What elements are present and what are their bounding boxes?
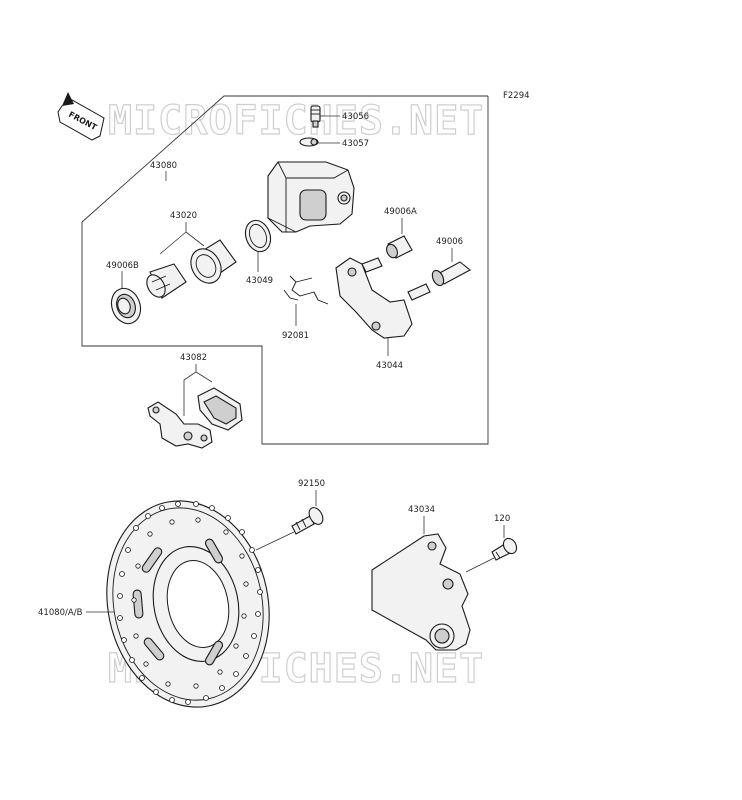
holder-bolt-120 [491,537,518,561]
piston-43020 [190,239,237,284]
label-43049: 43049 [246,276,273,286]
label-92081: 92081 [282,331,309,341]
label-43056: 43056 [342,112,369,122]
caliper-bracket-43044 [335,257,431,339]
caliper-body [267,161,355,233]
pin-boot-49006 [431,261,471,287]
disc-bolt-92150 [291,507,324,535]
label-43034: 43034 [408,505,435,515]
brake-disc-41080 [106,500,270,708]
pad-shim-43082 [147,401,213,449]
reference-code: F2294 [503,91,530,101]
label-43082: 43082 [180,353,207,363]
label-43044: 43044 [376,361,403,371]
label-41080: 41080/A/B [38,608,83,618]
label-120: 120 [494,514,510,524]
front-arrow-icon: FRONT [57,92,105,141]
bleeder-valve-43056 [310,105,321,128]
caliper-holder-43034 [371,533,471,651]
label-49006A: 49006A [384,207,417,217]
caliper-assembly-outline [81,95,489,445]
label-43020: 43020 [170,211,197,221]
spring-clip-92081 [283,275,329,305]
dust-seal-49006B [110,287,142,325]
piston-insert-43020 [146,263,187,299]
label-49006B: 49006B [106,261,139,271]
watermark-top: MICROFICHES.NET [108,98,484,144]
seal-ring-43049 [244,219,272,253]
pin-boot-49006A [386,235,413,259]
label-43057: 43057 [342,139,369,149]
label-43080: 43080 [150,161,177,171]
label-49006: 49006 [436,237,463,247]
cap-43057 [299,137,319,147]
brake-pad-43082 [197,387,243,431]
label-92150: 92150 [298,479,325,489]
